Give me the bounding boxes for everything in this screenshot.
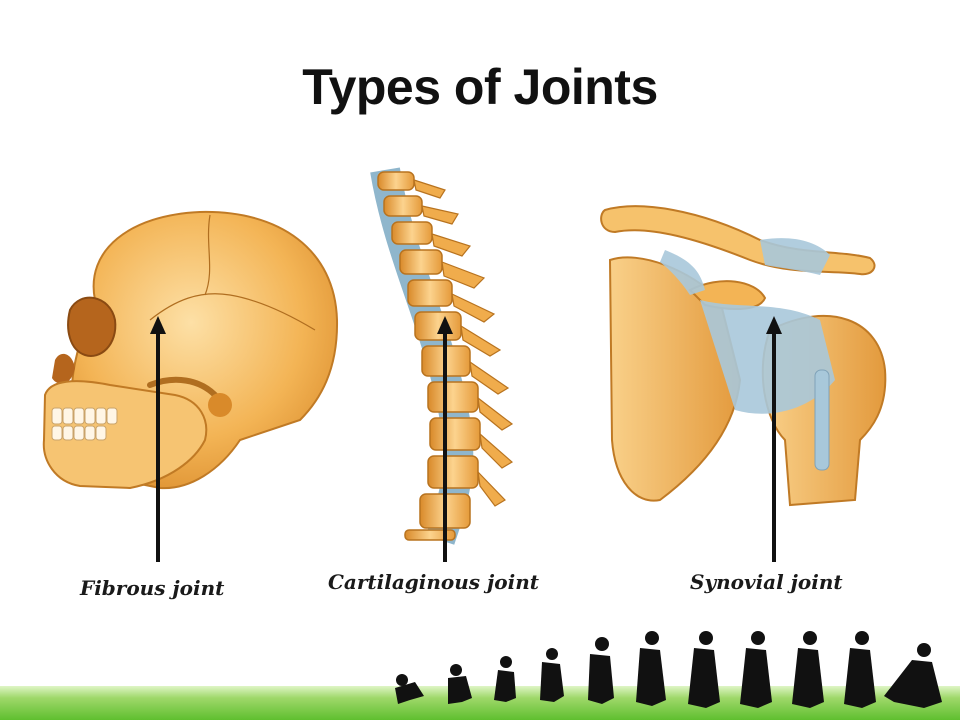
label-fibrous-joint: Fibrous joint xyxy=(80,576,225,600)
label-cartilaginous-joint: Cartilaginous joint xyxy=(328,570,539,594)
label-synovial-joint: Synovial joint xyxy=(690,570,843,594)
slide-title: Types of Joints xyxy=(302,59,658,115)
